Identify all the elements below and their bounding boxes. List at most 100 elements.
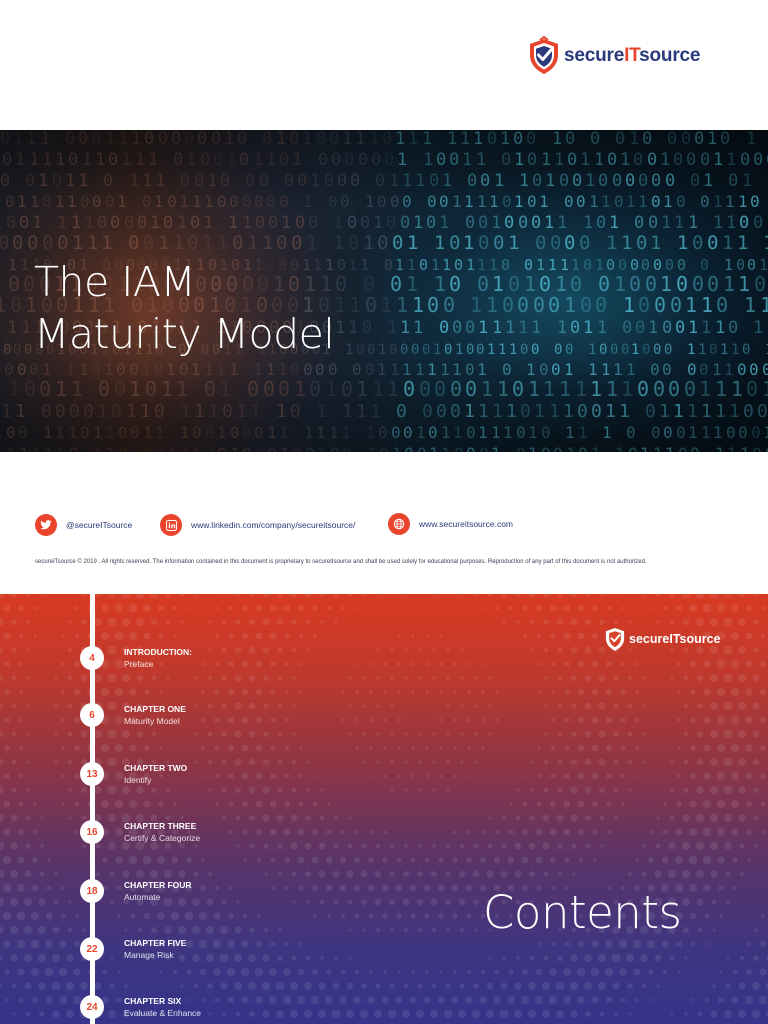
binary-digit: 0 xyxy=(276,232,287,254)
binary-digit: 1 xyxy=(439,213,449,233)
pattern-dot xyxy=(642,594,646,596)
pattern-dot xyxy=(579,914,583,918)
pattern-dot xyxy=(654,870,662,878)
binary-digit: 0 xyxy=(615,130,625,149)
pattern-dot xyxy=(172,969,178,975)
brand-word-it: IT xyxy=(669,632,680,646)
pattern-dot xyxy=(508,829,514,835)
binary-digit: 1 xyxy=(395,130,405,149)
pattern-dot xyxy=(326,605,332,611)
binary-digit: 0 xyxy=(554,342,562,358)
binary-digit: 1 xyxy=(32,256,41,274)
binary-digit: 0 xyxy=(403,377,415,401)
pattern-dot xyxy=(290,594,298,598)
pattern-dot xyxy=(18,997,24,1003)
binary-digit: 0 xyxy=(0,232,9,254)
pattern-dot xyxy=(584,646,592,654)
pattern-dot xyxy=(0,926,4,934)
pattern-dot xyxy=(745,800,753,808)
binary-digit: 1 xyxy=(57,342,65,358)
pattern-dot xyxy=(737,757,747,767)
pattern-dot xyxy=(584,618,592,626)
pattern-dot xyxy=(16,939,26,949)
pattern-dot xyxy=(159,662,163,666)
pattern-dot xyxy=(285,718,289,722)
pattern-dot xyxy=(362,732,366,736)
pattern-dot xyxy=(681,841,691,851)
pattern-dot xyxy=(200,885,206,891)
binary-digit: 1 xyxy=(292,150,302,170)
pattern-dot xyxy=(536,801,542,807)
pattern-dot xyxy=(745,632,753,640)
pattern-dot xyxy=(670,788,674,792)
pattern-dot xyxy=(65,981,75,991)
pattern-dot xyxy=(107,701,117,711)
binary-digit: 1 xyxy=(281,213,291,233)
pattern-dot xyxy=(136,758,144,766)
pattern-dot xyxy=(576,967,586,977)
binary-digit: 1 xyxy=(322,342,330,358)
binary-digit: 0 xyxy=(114,377,126,401)
binary-digit: 1 xyxy=(580,150,590,170)
pattern-dot xyxy=(754,844,758,848)
website-link[interactable]: www.secureitsource.com xyxy=(388,513,513,535)
pattern-dot xyxy=(383,662,387,666)
binary-digit: 1 xyxy=(514,192,524,211)
pattern-dot xyxy=(312,829,318,835)
pattern-dot xyxy=(425,970,429,974)
binary-digit: 1 xyxy=(55,150,65,170)
pattern-dot xyxy=(234,646,242,654)
binary-digit: 0 xyxy=(390,192,400,211)
pattern-dot xyxy=(374,898,382,906)
pattern-dot xyxy=(179,843,185,849)
pattern-dot xyxy=(248,674,256,682)
binary-digit: 1 xyxy=(204,360,214,379)
pattern-dot xyxy=(712,984,716,988)
binary-digit: 1 xyxy=(154,192,164,211)
pattern-dot xyxy=(9,869,19,879)
pattern-dot xyxy=(704,913,710,919)
binary-digit: 0 xyxy=(630,256,639,274)
pattern-dot xyxy=(605,716,613,724)
binary-digit: 1 xyxy=(492,272,504,296)
pattern-dot xyxy=(550,745,556,751)
pattern-dot xyxy=(570,594,578,598)
pattern-dot xyxy=(466,857,472,863)
pattern-dot xyxy=(556,1010,564,1018)
binary-digit: 0 xyxy=(68,150,78,170)
binary-digit: 0 xyxy=(419,256,428,274)
pattern-dot xyxy=(599,1011,605,1017)
linkedin-link[interactable]: www.linkedin.com/company/secureitsource/ xyxy=(160,514,355,536)
pattern-dot xyxy=(543,787,549,793)
binary-digit: 0 xyxy=(699,360,709,379)
pattern-dot xyxy=(54,704,58,708)
twitter-link[interactable]: @secureITsource xyxy=(35,514,132,536)
pattern-dot xyxy=(80,674,88,682)
pattern-dot xyxy=(16,911,26,921)
pattern-dot xyxy=(439,970,443,974)
pattern-dot xyxy=(228,913,234,919)
pattern-dot xyxy=(480,969,486,975)
binary-digit: 1 xyxy=(30,192,40,211)
pattern-dot xyxy=(397,690,401,694)
binary-digit: 0 xyxy=(596,213,606,233)
pattern-dot xyxy=(501,594,507,597)
pattern-dot xyxy=(404,732,408,736)
binary-digit: 1 xyxy=(407,232,418,254)
brand-wordmark: secureITsource xyxy=(564,45,700,67)
pattern-dot xyxy=(696,618,704,626)
binary-digit: 1 xyxy=(528,423,538,442)
pattern-dot xyxy=(688,827,698,837)
pattern-dot xyxy=(277,871,283,877)
pattern-dot xyxy=(165,815,171,821)
binary-digit: 1 xyxy=(266,360,276,379)
pattern-dot xyxy=(765,1010,768,1018)
pattern-dot xyxy=(709,841,719,851)
pattern-dot xyxy=(669,594,675,597)
binary-digit: 0 xyxy=(297,171,307,191)
pattern-dot xyxy=(761,914,765,918)
binary-digit: 0 xyxy=(449,150,459,170)
pattern-dot xyxy=(661,856,669,864)
binary-digit: 1 xyxy=(648,318,658,338)
chapter-title: Certify & Categorize xyxy=(124,833,201,843)
